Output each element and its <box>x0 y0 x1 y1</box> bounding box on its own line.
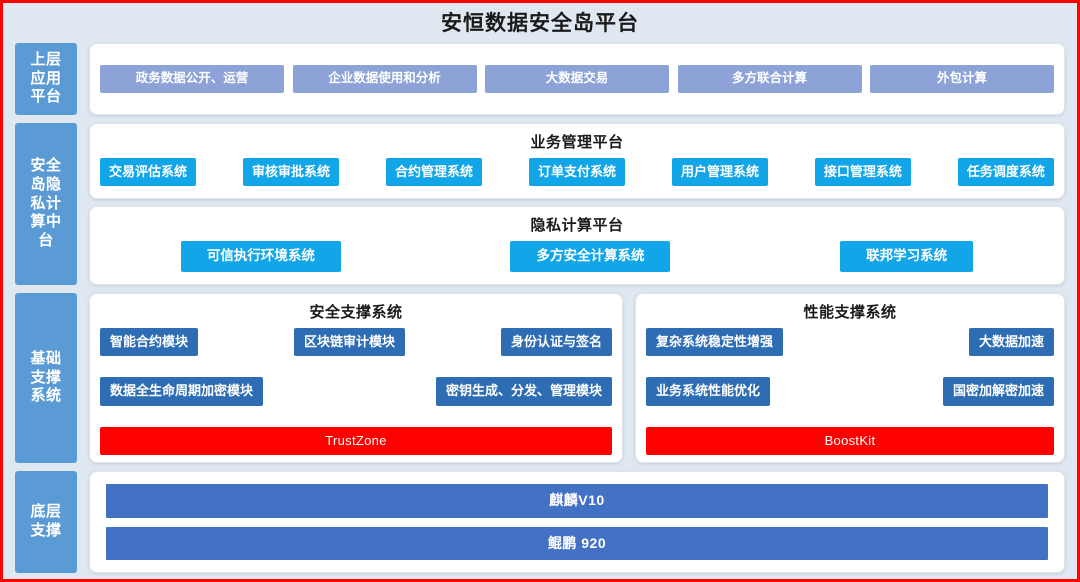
business-management-card: 业务管理平台 交易评估系统 审核审批系统 合约管理系统 订单支付系统 用户管理系… <box>89 123 1065 200</box>
app-chip-enterprise-data[interactable]: 企业数据使用和分析 <box>292 65 477 93</box>
biz-chip-contract-management[interactable]: 合约管理系统 <box>385 158 482 187</box>
performance-chip-row-1: 复杂系统稳定性增强 大数据加速 <box>646 328 1054 357</box>
base-support-content: 安全支撑系统 智能合约模块 区块链审计模块 身份认证与签名 数据全生命周期加密模… <box>89 293 1065 463</box>
sec-chip-trustzone[interactable]: TrustZone <box>100 426 612 455</box>
perf-chip-crypto-acceleration[interactable]: 国密加解密加速 <box>942 377 1054 406</box>
sidebar-label-base-support-text: 基础支撑系统 <box>30 349 62 405</box>
perf-chip-boostkit[interactable]: BoostKit <box>646 426 1054 455</box>
biz-chip-task-scheduling[interactable]: 任务调度系统 <box>957 158 1054 187</box>
applications-card: 政务数据公开、运营 企业数据使用和分析 大数据交易 多方联合计算 外包计算 <box>89 43 1065 115</box>
app-chip-government-data[interactable]: 政务数据公开、运营 <box>100 65 284 93</box>
privacy-computing-title: 隐私计算平台 <box>530 217 624 235</box>
app-chip-multiparty-computing[interactable]: 多方联合计算 <box>677 65 862 93</box>
sidebar-label-base-support: 基础支撑系统 <box>15 293 77 463</box>
sec-chip-identity-signature[interactable]: 身份认证与签名 <box>500 328 612 357</box>
applications-chip-row: 政务数据公开、运营 企业数据使用和分析 大数据交易 多方联合计算 外包计算 <box>100 51 1054 107</box>
app-chip-outsourced-computing[interactable]: 外包计算 <box>870 65 1054 93</box>
biz-chip-order-payment[interactable]: 订单支付系统 <box>528 158 625 187</box>
performance-footer-row: BoostKit <box>646 426 1054 455</box>
perf-chip-business-optimization[interactable]: 业务系统性能优化 <box>646 377 771 406</box>
middle-platform-content: 业务管理平台 交易评估系统 审核审批系统 合约管理系统 订单支付系统 用户管理系… <box>89 123 1065 286</box>
sec-chip-lifecycle-encryption[interactable]: 数据全生命周期加密模块 <box>100 377 264 406</box>
business-management-title: 业务管理平台 <box>530 134 624 151</box>
privacy-computing-card: 隐私计算平台 可信执行环境系统 多方安全计算系统 联邦学习系统 <box>89 206 1065 286</box>
performance-chip-row-2: 业务系统性能优化 国密加解密加速 <box>646 377 1054 406</box>
security-footer-row: TrustZone <box>100 426 612 455</box>
sidebar-label-bottom-support-text: 底层支撑 <box>30 503 62 539</box>
performance-support-card: 性能支撑系统 复杂系统稳定性增强 大数据加速 业务系统性能优化 国密加解密加速 … <box>635 293 1065 463</box>
layer-row-middle-platform: 安全岛隐私计算中台 业务管理平台 交易评估系统 审核审批系统 合约管理系统 订单… <box>3 123 1077 286</box>
layer-row-base-support: 基础支撑系统 安全支撑系统 智能合约模块 区块链审计模块 身份认证与签名 数据全… <box>3 293 1077 463</box>
layer-row-applications: 上层应用平台 政务数据公开、运营 企业数据使用和分析 大数据交易 多方联合计算 … <box>3 43 1077 115</box>
biz-chip-user-management[interactable]: 用户管理系统 <box>671 158 768 187</box>
sidebar-label-applications: 上层应用平台 <box>15 43 77 115</box>
biz-chip-review-approval[interactable]: 审核审批系统 <box>242 158 339 187</box>
biz-chip-interface-management[interactable]: 接口管理系统 <box>814 158 911 187</box>
bottom-band-kylin-v10[interactable]: 麒麟V10 <box>106 484 1048 518</box>
sec-chip-smart-contract[interactable]: 智能合约模块 <box>100 328 199 357</box>
sidebar-label-middle-platform: 安全岛隐私计算中台 <box>15 123 77 285</box>
page-title: 安恒数据安全岛平台 <box>441 12 639 35</box>
business-chip-row: 交易评估系统 审核审批系统 合约管理系统 订单支付系统 用户管理系统 接口管理系… <box>100 158 1054 187</box>
bottom-support-card: 麒麟V10 鲲鹏 920 <box>89 471 1065 573</box>
privacy-chip-tee[interactable]: 可信执行环境系统 <box>180 241 341 273</box>
perf-chip-system-stability[interactable]: 复杂系统稳定性增强 <box>646 328 784 357</box>
app-chip-bigdata-trading[interactable]: 大数据交易 <box>485 65 669 93</box>
sec-chip-key-management[interactable]: 密钥生成、分发、管理模块 <box>435 377 612 406</box>
privacy-chip-row: 可信执行环境系统 多方安全计算系统 联邦学习系统 <box>100 241 1054 273</box>
sidebar-label-middle-platform-text: 安全岛隐私计算中台 <box>30 157 62 250</box>
sidebar-label-applications-text: 上层应用平台 <box>30 50 62 106</box>
sec-chip-blockchain-audit[interactable]: 区块链审计模块 <box>293 328 405 357</box>
bottom-band-kunpeng-920[interactable]: 鲲鹏 920 <box>106 526 1048 560</box>
applications-content: 政务数据公开、运营 企业数据使用和分析 大数据交易 多方联合计算 外包计算 <box>89 43 1065 115</box>
sidebar-label-bottom-support: 底层支撑 <box>15 471 77 573</box>
performance-support-title: 性能支撑系统 <box>803 304 897 321</box>
performance-support-rows: 复杂系统稳定性增强 大数据加速 业务系统性能优化 国密加解密加速 BoostKi… <box>646 328 1054 455</box>
privacy-chip-federated-learning[interactable]: 联邦学习系统 <box>840 241 974 273</box>
security-chip-row-2: 数据全生命周期加密模块 密钥生成、分发、管理模块 <box>100 377 612 406</box>
bottom-support-bands: 麒麟V10 鲲鹏 920 <box>100 479 1054 565</box>
security-support-title: 安全支撑系统 <box>309 304 403 321</box>
security-support-card: 安全支撑系统 智能合约模块 区块链审计模块 身份认证与签名 数据全生命周期加密模… <box>89 293 623 463</box>
bottom-support-content: 麒麟V10 鲲鹏 920 <box>89 471 1065 573</box>
security-support-rows: 智能合约模块 区块链审计模块 身份认证与签名 数据全生命周期加密模块 密钥生成、… <box>100 328 612 455</box>
privacy-chip-mpc[interactable]: 多方安全计算系统 <box>510 241 671 273</box>
layer-row-bottom-support: 底层支撑 麒麟V10 鲲鹏 920 <box>3 471 1077 573</box>
security-chip-row-1: 智能合约模块 区块链审计模块 身份认证与签名 <box>100 328 612 357</box>
perf-chip-bigdata-acceleration[interactable]: 大数据加速 <box>968 328 1054 357</box>
biz-chip-transaction-assessment[interactable]: 交易评估系统 <box>100 158 197 187</box>
